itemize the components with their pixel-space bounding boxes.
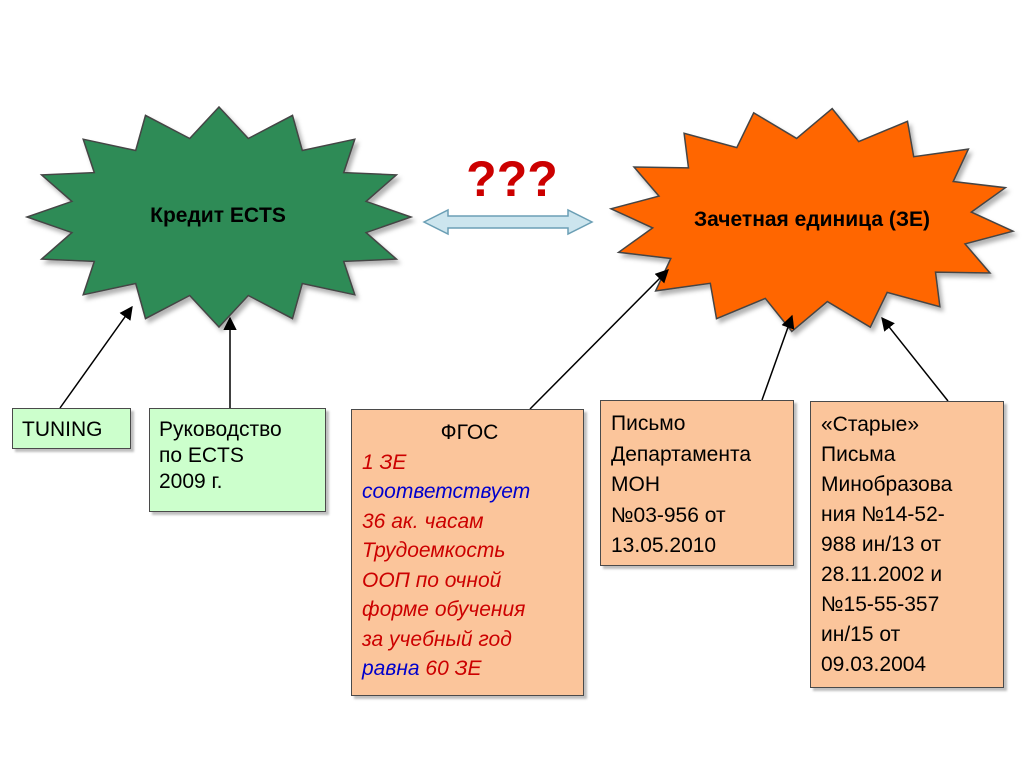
fgos-line: за учебный год <box>362 627 512 651</box>
fgos-box: ФГОС 1 ЗЕ соответствует 36 ак. часам Тру… <box>351 409 584 696</box>
letter-line: 13.05.2010 <box>611 534 717 557</box>
old-letters-line: ния №14-52- <box>821 503 945 526</box>
double-arrow <box>422 208 594 236</box>
tuning-to-ects-arrow <box>59 305 133 409</box>
fgos-line: 36 ак. часам <box>362 509 484 533</box>
guide-line: 2009 г. <box>159 470 223 493</box>
old-letters-line: Минобразова <box>821 473 953 496</box>
guide-line: по ECTS <box>159 444 244 467</box>
old-letters-line: ин/15 от <box>821 623 901 646</box>
question-marks: ??? <box>466 151 558 207</box>
fgos-line: ООП по очной <box>362 568 502 592</box>
tuning-box: TUNING <box>12 408 131 449</box>
fgos-to-unit-arrow <box>529 269 669 410</box>
old-letters-line: Письма <box>821 443 896 466</box>
old-letters-to-unit-arrow <box>881 316 949 402</box>
tuning-text: TUNING <box>22 418 103 441</box>
ects-credit-label: Кредит ECTS <box>150 204 286 227</box>
ects-guide-box: Руководство по ECTS 2009 г. <box>149 408 326 512</box>
guide-line: Руководство <box>159 418 282 441</box>
old-letters-box: «Старые» Письма Минобразова ния №14-52- … <box>810 401 1004 688</box>
fgos-line: 1 ЗЕ <box>362 450 407 474</box>
old-letters-line: «Старые» <box>821 413 920 436</box>
ects-credit-star <box>24 105 414 329</box>
letter-to-unit-arrow <box>761 314 795 401</box>
old-letters-line: 28.11.2002 и <box>821 563 943 586</box>
letter-line: Департамента <box>611 442 752 466</box>
credit-unit-star <box>608 107 1016 333</box>
old-letters-line: 09.03.2004 <box>821 653 927 676</box>
letter-line: МОН <box>611 473 660 496</box>
old-letters-line: 988 ин/13 от <box>821 533 942 556</box>
fgos-title: ФГОС <box>440 421 499 444</box>
fgos-line: равна 60 ЗЕ <box>362 654 577 684</box>
letter-line: №03-956 от <box>611 503 726 527</box>
letter-line: Письмо <box>611 412 686 435</box>
credit-unit-label: Зачетная единица (ЗЕ) <box>694 208 930 231</box>
fgos-line: соответствует <box>362 480 531 503</box>
fgos-value: 60 ЗЕ <box>419 657 482 680</box>
fgos-equals: равна <box>362 657 420 680</box>
ministry-letter-box: Письмо Департамента МОН №03-956 от 13.05… <box>600 400 794 566</box>
fgos-line: Трудоемкость <box>362 539 506 562</box>
old-letters-line: №15-55-357 <box>821 593 940 616</box>
fgos-line: форме обучения <box>362 598 526 621</box>
